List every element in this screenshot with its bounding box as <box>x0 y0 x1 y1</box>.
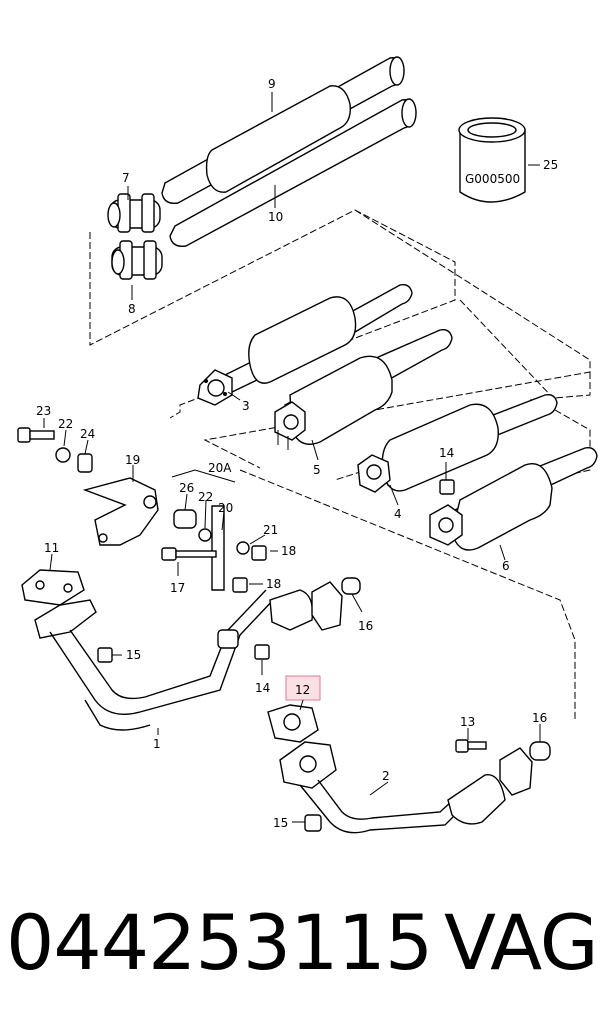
callout-4: 4 <box>394 507 402 521</box>
callout-16b: 16 <box>532 711 547 725</box>
front-pipe-1 <box>21 479 455 731</box>
nut-14a <box>254 644 270 660</box>
assembly-outlines <box>89 209 591 720</box>
filter-drum-25: G000500 <box>458 117 526 203</box>
callout-8: 8 <box>128 302 136 316</box>
callout-13: 13 <box>460 715 475 729</box>
gasket-11 <box>21 569 85 606</box>
callout-14b: 14 <box>439 446 454 460</box>
muffler-3 <box>197 283 413 406</box>
nut-18b <box>232 577 248 593</box>
callout-labels: 9 10 7 8 25 3 5 4 6 14 23 22 24 19 20A 2… <box>36 77 558 830</box>
callout-17: 17 <box>170 581 185 595</box>
callout-2: 2 <box>382 769 390 783</box>
leader-lines <box>43 92 541 823</box>
catalytic-converter-5 <box>274 328 453 450</box>
bolt-17-head <box>161 547 177 561</box>
callout-22a: 22 <box>58 417 73 431</box>
callout-20A: 20A <box>208 461 232 475</box>
bracket-19 <box>82 477 159 546</box>
callout-7: 7 <box>122 171 130 185</box>
callout-14a: 14 <box>255 681 270 695</box>
bolt-13-head <box>455 739 469 753</box>
rear-silencer-9 <box>161 56 405 204</box>
nut-15a <box>97 647 113 663</box>
clamp-7 <box>107 193 161 233</box>
callout-26: 26 <box>179 481 194 495</box>
callout-1: 1 <box>153 737 161 751</box>
washer-21 <box>236 541 250 555</box>
callout-24: 24 <box>80 427 95 441</box>
brand-name: VAG <box>444 898 599 987</box>
callout-12: 12 <box>295 683 310 697</box>
callout-15a: 15 <box>126 648 141 662</box>
footer: 044253115 VAG <box>0 893 600 1003</box>
exhaust-system-diagram: G000500 <box>17 56 598 834</box>
callout-10: 10 <box>268 210 283 224</box>
bracket-20A <box>161 469 267 593</box>
callout-18a: 18 <box>281 544 296 558</box>
callout-16a: 16 <box>358 619 373 633</box>
part-number: 044253115 <box>6 898 433 987</box>
callout-22b: 22 <box>198 490 213 504</box>
nut-14b <box>439 479 455 495</box>
callout-6: 6 <box>502 559 510 573</box>
callout-18b: 18 <box>266 577 281 591</box>
washer-22b <box>198 528 212 542</box>
callout-23: 23 <box>36 404 51 418</box>
muffler-4 <box>357 393 558 493</box>
callout-3: 3 <box>242 399 250 413</box>
bolt-13-shank <box>467 741 487 750</box>
callout-25: 25 <box>543 158 558 172</box>
ring-16b <box>529 741 551 761</box>
intermediate-pipe-10 <box>169 98 417 247</box>
washer-22a <box>55 447 71 463</box>
bolt-23 <box>17 427 55 443</box>
callout-15b: 15 <box>273 816 288 830</box>
callout-11: 11 <box>44 541 59 555</box>
spacer-24 <box>77 453 93 473</box>
front-pipe-2 <box>279 739 551 834</box>
rubber-mount-26 <box>173 509 197 529</box>
highlight-box-12 <box>285 675 321 701</box>
callout-9: 9 <box>268 77 276 91</box>
gasket-12 <box>267 704 319 743</box>
callout-20: 20 <box>218 501 233 515</box>
nut-18a <box>251 545 267 561</box>
bolt-17-shank <box>175 550 217 558</box>
clamp-8 <box>111 240 163 280</box>
nut-15b <box>304 814 322 832</box>
callout-21: 21 <box>263 523 278 537</box>
ring-16a <box>341 577 361 595</box>
filter-code-label: G000500 <box>465 172 520 186</box>
callout-5: 5 <box>313 463 321 477</box>
callout-19: 19 <box>125 453 140 467</box>
catalytic-converter-6 <box>429 446 598 551</box>
